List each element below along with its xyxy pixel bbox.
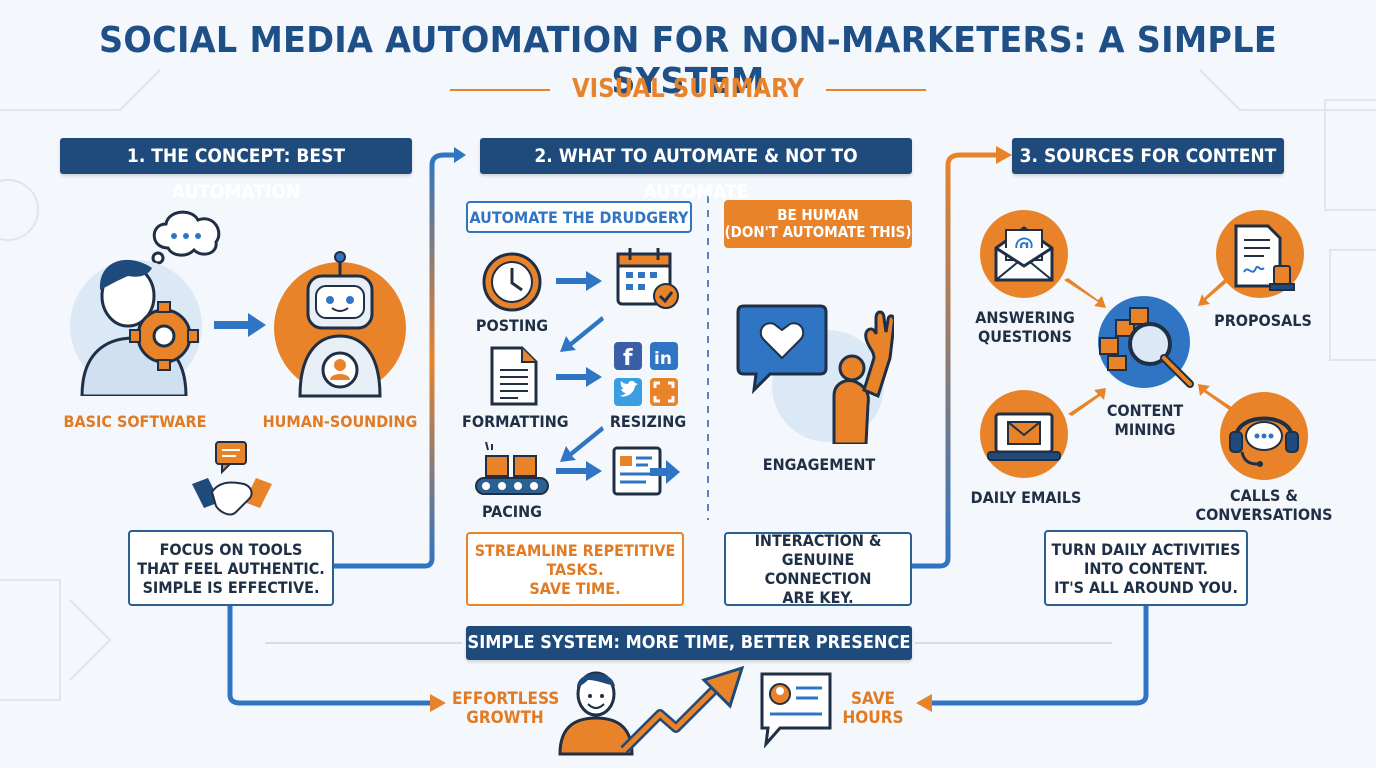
person-with-gear-icon bbox=[70, 259, 202, 396]
note-line: GENUINE CONNECTION bbox=[764, 550, 872, 588]
section-2-header: 2. WHAT TO AUTOMATE & NOT TO AUTOMATE bbox=[480, 138, 912, 203]
daily-emails-label: DAILY EMAILS bbox=[970, 488, 1082, 507]
scheduled-post-icon bbox=[612, 446, 680, 496]
proposals-label: PROPOSALS bbox=[1214, 311, 1312, 330]
effortless-growth-label: EFFORTLESS GROWTH bbox=[452, 689, 560, 728]
answering-questions-label: ANSWERING QUESTIONS bbox=[970, 308, 1080, 346]
resizing-label: RESIZING bbox=[609, 412, 687, 431]
note-line: INTERACTION & bbox=[754, 531, 882, 550]
note-line: ARE KEY. bbox=[782, 588, 854, 607]
note-line: THAT FEEL AUTHENTIC. bbox=[137, 558, 325, 578]
handshake-icon bbox=[192, 441, 272, 516]
arrow-down-left-icon bbox=[560, 426, 604, 462]
svg-text:in: in bbox=[654, 349, 672, 369]
note-line: INTO CONTENT. bbox=[1084, 558, 1208, 578]
note-line: TURN DAILY ACTIVITIES bbox=[1051, 539, 1241, 559]
clock-icon bbox=[482, 252, 542, 312]
basic-software-label: BASIC SOFTWARE bbox=[63, 412, 207, 431]
thought-bubble-icon bbox=[151, 210, 221, 265]
label-line: MINING bbox=[1114, 420, 1176, 439]
arrow-to-center-icon bbox=[1064, 278, 1106, 308]
svg-text:f: f bbox=[623, 346, 633, 371]
note-line: SIMPLE IS EFFECTIVE. bbox=[142, 577, 320, 597]
label-line: SAVE bbox=[851, 689, 895, 709]
label-line: CALLS & bbox=[1230, 486, 1298, 505]
laptop-email-icon bbox=[980, 390, 1068, 478]
label-line: ANSWERING bbox=[975, 308, 1075, 327]
label-line: CONVERSATIONS bbox=[1195, 505, 1333, 524]
proposal-document-icon bbox=[1216, 210, 1304, 298]
growth-trend-arrow-icon bbox=[620, 665, 745, 754]
email-envelope-icon: @ bbox=[980, 210, 1068, 298]
arrow-right-icon bbox=[556, 271, 602, 291]
conveyor-boxes-icon bbox=[475, 441, 549, 495]
page-subtitle: VISUAL SUMMARY bbox=[571, 74, 805, 104]
page-title: SOCIAL MEDIA AUTOMATION FOR NON-MARKETER… bbox=[99, 20, 1277, 102]
calls-conversations-label: CALLS & CONVERSATIONS bbox=[1192, 486, 1336, 524]
arrow-right-icon bbox=[214, 313, 266, 337]
note-line: TASKS. bbox=[546, 559, 604, 579]
document-icon bbox=[490, 346, 538, 406]
calendar-check-icon bbox=[616, 248, 679, 309]
arrow-to-center-icon bbox=[1198, 276, 1232, 306]
formatting-label: FORMATTING bbox=[462, 412, 569, 431]
arrow-to-center-icon bbox=[1198, 384, 1236, 412]
be-human-line: (DON'T AUTOMATE THIS) bbox=[724, 223, 912, 241]
arrow-to-center-icon bbox=[1068, 388, 1106, 416]
be-human-line: BE HUMAN bbox=[777, 206, 859, 224]
note-line: SAVE TIME. bbox=[529, 578, 621, 598]
arrow-down-left-icon bbox=[560, 316, 604, 352]
section-1-note: FOCUS ON TOOLS THAT FEEL AUTHENTIC. SIMP… bbox=[128, 530, 334, 606]
social-networks-icon: f in bbox=[614, 342, 678, 406]
posting-label: POSTING bbox=[475, 316, 549, 335]
automate-drudgery-title: AUTOMATE THE DRUDGERY bbox=[466, 201, 692, 233]
save-hours-label: SAVE HOURS bbox=[836, 690, 910, 728]
human-sounding-label: HUMAN-SOUNDING bbox=[262, 412, 418, 431]
label-line: EFFORTLESS bbox=[452, 689, 560, 709]
pacing-label: PACING bbox=[482, 502, 542, 521]
interaction-note: INTERACTION & GENUINE CONNECTION ARE KEY… bbox=[724, 531, 912, 607]
subtitle-rule bbox=[450, 89, 926, 91]
section-1-header: 1. THE CONCEPT: BEST AUTOMATION bbox=[60, 138, 412, 203]
engagement-label: ENGAGEMENT bbox=[762, 455, 876, 474]
arrow-right-icon bbox=[556, 367, 602, 387]
label-line: HOURS bbox=[842, 708, 904, 728]
note-line: IT'S ALL AROUND YOU. bbox=[1054, 577, 1238, 597]
headset-chat-icon bbox=[1220, 392, 1308, 480]
simple-system-banner: SIMPLE SYSTEM: MORE TIME, BETTER PRESENC… bbox=[466, 626, 912, 660]
section-3-note: TURN DAILY ACTIVITIES INTO CONTENT. IT'S… bbox=[1044, 530, 1248, 606]
label-line: GROWTH bbox=[466, 708, 544, 728]
section-3-header: 3. SOURCES FOR CONTENT bbox=[1012, 138, 1284, 174]
engagement-chat-icon bbox=[736, 304, 894, 444]
streamline-note: STREAMLINE REPETITIVE TASKS. SAVE TIME. bbox=[466, 532, 684, 606]
label-line: CONTENT bbox=[1106, 401, 1184, 420]
robot-icon bbox=[274, 251, 406, 398]
content-mining-magnifier-icon bbox=[1098, 296, 1194, 388]
note-line: STREAMLINE REPETITIVE bbox=[474, 540, 676, 560]
profile-card-icon bbox=[760, 672, 832, 748]
be-human-title: BE HUMAN (DON'T AUTOMATE THIS) bbox=[724, 200, 912, 248]
label-line: QUESTIONS bbox=[978, 327, 1072, 346]
content-mining-label: CONTENT MINING bbox=[1090, 401, 1200, 439]
arrow-right-icon bbox=[556, 461, 602, 481]
note-line: FOCUS ON TOOLS bbox=[159, 539, 303, 559]
